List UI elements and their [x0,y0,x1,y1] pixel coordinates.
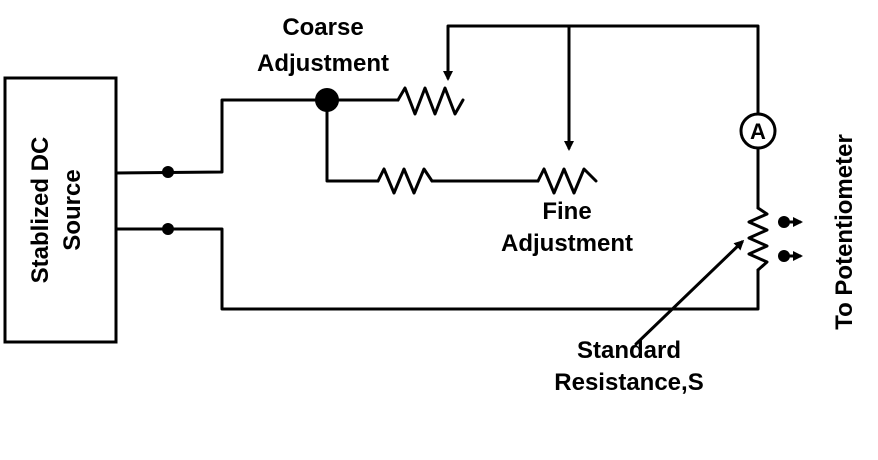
wire-source-top [114,98,329,175]
dc-source-label-line1: Stablized DC [27,137,54,284]
fine-resistor-2 [536,167,598,195]
coarse-label-line1: Coarse [282,14,363,41]
coarse-resistor [396,86,465,116]
standard-label-line1: Standard [577,337,681,364]
terminal-bottom [162,223,174,235]
wire-top-right [446,24,760,120]
fine-resistor-1 [376,167,434,195]
terminal-top [162,166,174,178]
coarse-label-line2: Adjustment [257,50,389,77]
dc-source-box [3,76,118,344]
fine-label-line2: Adjustment [501,230,633,257]
dc-source-label-line2: Source [59,169,86,250]
standard-pointer-arrow [634,239,745,346]
wire-to-fine [325,98,380,183]
standard-label-line2: Resistance,S [554,369,703,396]
standard-resistor [747,206,769,272]
output-terminal-2 [778,250,790,262]
ammeter-symbol: A [750,119,766,144]
wire-source-bottom [114,227,760,311]
fine-label-line1: Fine [542,198,591,225]
output-terminal-1 [778,216,790,228]
potentiometer-label: To Potentiometer [831,134,858,330]
